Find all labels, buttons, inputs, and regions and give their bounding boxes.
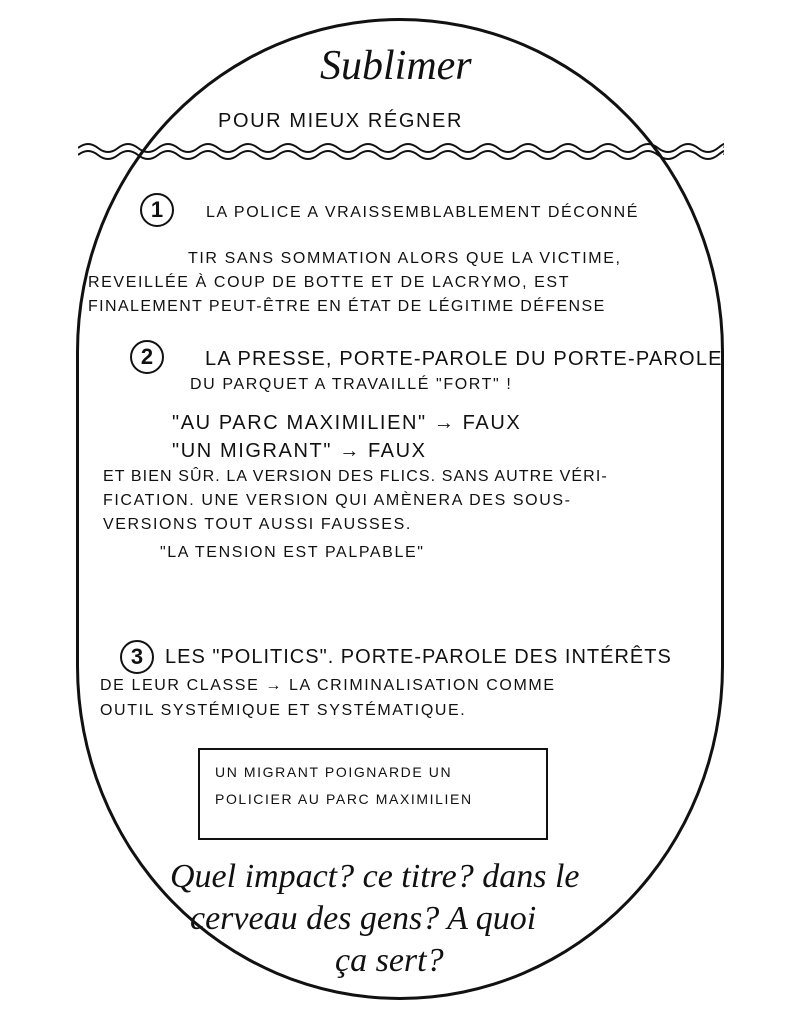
- closing-line: ça sert?: [335, 942, 444, 979]
- section2-line: fication. une version qui amènera des so…: [103, 492, 572, 509]
- section2-heading: du parquet a travaillé "fort" !: [190, 376, 513, 393]
- section-number-1: 1: [140, 193, 174, 227]
- section1-line: finalement peut-être en état de légitime…: [88, 298, 606, 315]
- title: Sublimer: [320, 43, 472, 89]
- section2-line: et bien sûr. la version des flics. sans …: [103, 468, 608, 485]
- stadium-frame: [76, 18, 724, 1000]
- section1-line: Tir sans sommation alors que la victime,: [188, 250, 622, 267]
- section2-line: versions tout aussi fausses.: [103, 516, 412, 533]
- section1-line: reveillée à coup de botte et de lacrymo,…: [88, 274, 571, 291]
- section2-quote: "La tension est palpable": [160, 544, 425, 561]
- closing-line: cerveau des gens? A quoi: [190, 900, 537, 937]
- section2-claim: "Un migrant" → faux: [172, 440, 427, 462]
- section1-heading: La police a vraissemblablement déconné: [206, 204, 640, 221]
- closing-line: Quel impact? ce titre? dans le: [170, 858, 580, 895]
- section3-line: outil systémique et systématique.: [100, 702, 467, 719]
- wavy-divider: [78, 143, 724, 160]
- headline-line: policier au parc Maximilien: [215, 791, 473, 807]
- section3-line: Les "Politics". Porte-parole des intérêt…: [165, 646, 672, 668]
- headline-line: Un migrant poignarde un: [215, 764, 453, 780]
- subtitle: Pour mieux régner: [218, 110, 464, 132]
- section2-claim: "Au parc Maximilien" → faux: [172, 412, 522, 434]
- section-number-3: 3: [120, 640, 154, 674]
- headline-box: [198, 748, 548, 840]
- section3-line: de leur classe → la criminalisation comm…: [100, 677, 556, 694]
- section-number-2: 2: [130, 340, 164, 374]
- section2-heading: La presse, porte-parole du porte-parole: [205, 348, 723, 370]
